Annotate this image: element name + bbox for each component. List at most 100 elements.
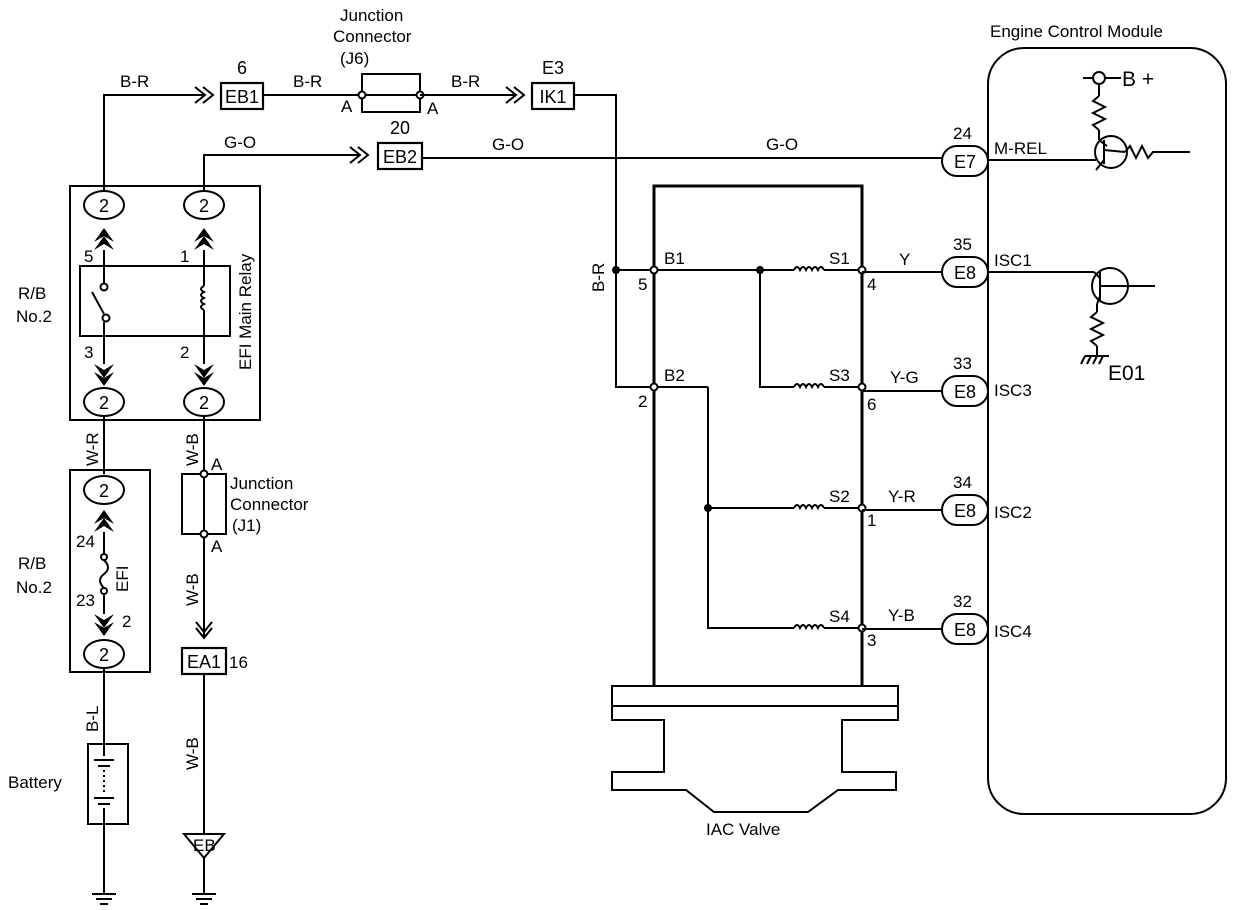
svg-text:A: A <box>427 99 439 118</box>
relay-block: R/B No.2 EFI Main Relay 2 2 2 2 5 1 <box>16 185 261 421</box>
svg-text:34: 34 <box>953 473 972 492</box>
svg-text:2: 2 <box>99 481 109 501</box>
wire-label-y: Y <box>899 250 910 269</box>
svg-text:S2: S2 <box>829 487 850 506</box>
wire-label-yr: Y-R <box>888 487 916 506</box>
ecm-mrel-transistor: B + <box>988 68 1190 171</box>
svg-text:M-REL: M-REL <box>994 139 1047 158</box>
svg-text:35: 35 <box>953 235 972 254</box>
wire-label-go-2: G-O <box>492 135 524 154</box>
wire-label-bl: B-L <box>83 706 102 732</box>
svg-text:R/B: R/B <box>18 554 46 573</box>
ecm-title: Engine Control Module <box>990 22 1163 41</box>
svg-text:Connector: Connector <box>230 495 309 514</box>
iac-valve: IAC Valve B1 5 S1 4 S3 6 B2 2 S2 1 <box>611 184 899 839</box>
battery-label: Battery <box>8 773 62 792</box>
svg-text:6: 6 <box>867 395 876 414</box>
svg-text:2: 2 <box>199 196 209 216</box>
svg-text:EB: EB <box>193 836 216 855</box>
ecm-isc1-transistor: E01 <box>988 267 1155 385</box>
connector-eb1: EB1 6 <box>219 58 265 111</box>
ecm-pin-isc2: E8 34 ISC2 <box>941 473 1032 526</box>
svg-text:E3: E3 <box>542 58 564 78</box>
svg-text:2: 2 <box>99 196 109 216</box>
svg-text:No.2: No.2 <box>16 307 52 326</box>
ecm-pin-isc3: E8 33 ISC3 <box>941 354 1032 407</box>
svg-text:5: 5 <box>638 275 647 294</box>
svg-text:A: A <box>211 537 223 556</box>
svg-text:EB2: EB2 <box>383 147 417 167</box>
svg-text:(J1): (J1) <box>232 516 261 535</box>
wire-label-br-vert: B-R <box>589 263 608 292</box>
wire-go: G-O <box>203 133 370 190</box>
svg-text:32: 32 <box>953 592 972 611</box>
svg-text:ISC2: ISC2 <box>994 503 1032 522</box>
svg-text:2: 2 <box>99 645 109 665</box>
svg-text:R/B: R/B <box>18 284 46 303</box>
svg-text:2: 2 <box>199 393 209 413</box>
svg-text:24: 24 <box>76 532 95 551</box>
svg-text:E8: E8 <box>954 263 976 283</box>
iac-label: IAC Valve <box>706 820 780 839</box>
svg-text:5: 5 <box>84 247 93 266</box>
ground-eb: EB <box>181 833 227 905</box>
svg-text:A: A <box>341 97 353 116</box>
svg-text:B-R: B-R <box>120 72 149 91</box>
wire-label-wr: W-R <box>83 432 102 466</box>
bplus-label: B + <box>1122 68 1154 91</box>
wire-label-yg: Y-G <box>890 368 919 387</box>
svg-text:6: 6 <box>237 58 247 78</box>
svg-text:3: 3 <box>867 631 876 650</box>
svg-text:ISC4: ISC4 <box>994 622 1032 641</box>
wire-label-wb-2: W-B <box>183 573 202 606</box>
svg-text:2: 2 <box>99 393 109 413</box>
svg-text:E8: E8 <box>954 501 976 521</box>
wire-label-wb-1: W-B <box>183 433 202 466</box>
svg-text:ISC3: ISC3 <box>994 381 1032 400</box>
svg-text:20: 20 <box>390 118 410 138</box>
wire-label-go-3: G-O <box>766 135 798 154</box>
connector-eb2: EB2 20 <box>376 118 424 171</box>
wire-label-br-2: B-R <box>293 72 322 91</box>
svg-text:(J6): (J6) <box>340 49 369 68</box>
svg-text:1: 1 <box>867 511 876 530</box>
svg-text:4: 4 <box>867 275 876 294</box>
svg-text:No.2: No.2 <box>16 578 52 597</box>
ecm-pin-isc1: E8 35 ISC1 <box>941 235 1032 288</box>
ecm-pin-mrel: E7 24 M-REL <box>941 124 1047 177</box>
svg-text:16: 16 <box>229 653 248 672</box>
svg-text:S1: S1 <box>829 249 850 268</box>
svg-text:A: A <box>211 455 223 474</box>
ecm-box <box>987 47 1227 815</box>
wire-label-br-3: B-R <box>451 72 480 91</box>
junction-j6: Junction Connector (J6) A A <box>333 6 439 118</box>
connector-ea1: EA1 16 <box>180 646 248 676</box>
fuse-label: EFI <box>113 566 132 592</box>
relay-label: EFI Main Relay <box>236 253 255 370</box>
ecm-pin-isc4: E8 32 ISC4 <box>941 592 1032 645</box>
ground-battery <box>92 893 116 905</box>
svg-text:1: 1 <box>180 247 189 266</box>
svg-text:Junction: Junction <box>230 474 293 493</box>
junction-j1: A A Junction Connector (J1) <box>181 455 309 556</box>
svg-text:Connector: Connector <box>333 27 412 46</box>
svg-text:B2: B2 <box>664 366 685 385</box>
svg-text:B1: B1 <box>664 249 685 268</box>
svg-text:ISC1: ISC1 <box>994 251 1032 270</box>
connector-ik1: IK1 E3 <box>530 58 576 111</box>
wire-label-wb-3: W-B <box>183 737 202 770</box>
svg-text:S3: S3 <box>829 366 850 385</box>
svg-text:EA1: EA1 <box>187 652 221 672</box>
battery: Battery <box>8 743 129 825</box>
svg-text:E7: E7 <box>954 152 976 172</box>
svg-text:IK1: IK1 <box>539 87 566 107</box>
ecm-ground-label: E01 <box>1108 362 1145 385</box>
svg-text:3: 3 <box>84 343 93 362</box>
svg-text:24: 24 <box>953 124 972 143</box>
svg-text:S4: S4 <box>829 607 850 626</box>
svg-text:Junction: Junction <box>340 6 403 25</box>
svg-text:2: 2 <box>180 343 189 362</box>
svg-text:E8: E8 <box>954 382 976 402</box>
